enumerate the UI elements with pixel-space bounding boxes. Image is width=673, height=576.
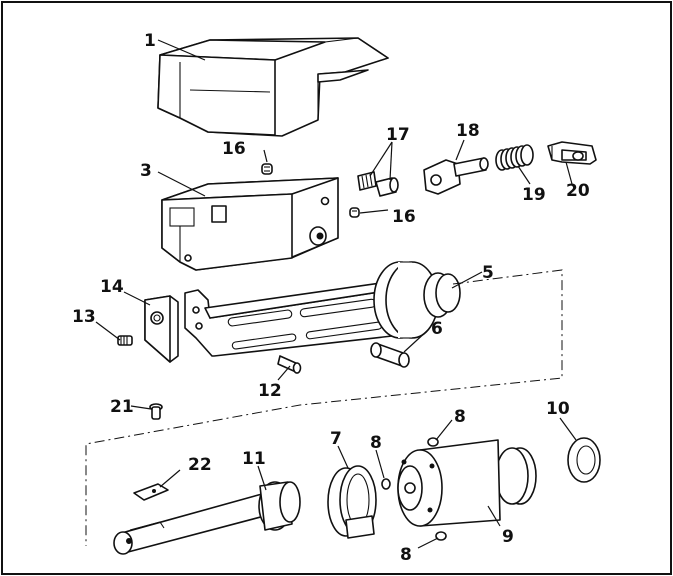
callout-9: 9: [502, 527, 514, 547]
callout-6: 6: [431, 319, 443, 339]
part-3-block: [161, 177, 339, 271]
part-22-plate: [133, 483, 169, 501]
callout-21: 21: [110, 397, 134, 417]
part-9-housing: [397, 439, 537, 527]
part-14-plate: [144, 295, 179, 363]
callout-8-top: 8: [454, 407, 466, 427]
part-5-carrier: [184, 261, 461, 357]
part-7-clamp: [327, 465, 377, 539]
part-8-screw-a: [427, 437, 439, 447]
callout-labels: 1 3 16 16 17 18 19 20 5 6 12 14 13 21 22…: [72, 31, 590, 565]
callout-18: 18: [456, 121, 480, 141]
callout-10: 10: [546, 399, 570, 419]
part-19-spring: [495, 144, 534, 171]
callout-14: 14: [100, 277, 124, 297]
leader-lines: [95, 39, 577, 549]
callout-16-top: 16: [222, 139, 246, 159]
callout-22: 22: [188, 455, 212, 475]
callout-13: 13: [72, 307, 96, 327]
callout-7: 7: [330, 429, 342, 449]
callout-17: 17: [386, 125, 410, 145]
part-1-cover: [157, 37, 390, 137]
callout-1: 1: [144, 31, 156, 51]
part-11-shaft: [113, 481, 301, 555]
part-8-screw-b: [381, 478, 391, 490]
callout-19: 19: [522, 185, 546, 205]
part-8-screw-c: [435, 531, 447, 541]
callout-20: 20: [566, 181, 590, 201]
callout-16-side: 16: [392, 207, 416, 227]
callout-5: 5: [482, 263, 494, 283]
part-16-screw-side: [349, 207, 360, 218]
part-6-pin: [370, 342, 410, 368]
part-13-screw: [117, 335, 133, 346]
part-21-pin: [149, 403, 163, 420]
callout-12: 12: [258, 381, 282, 401]
part-17-parts: [357, 171, 399, 197]
callout-3: 3: [140, 161, 152, 181]
callout-11: 11: [242, 449, 266, 469]
part-12-pin: [277, 355, 302, 374]
assembly-outline: [85, 269, 563, 546]
callout-8-bottom: 8: [400, 545, 412, 565]
part-16-screw-top: [261, 163, 273, 175]
part-10-ring: [567, 437, 601, 483]
callout-8-mid: 8: [370, 433, 382, 453]
part-20-clevis: [547, 141, 597, 165]
part-18-lever: [423, 157, 489, 195]
